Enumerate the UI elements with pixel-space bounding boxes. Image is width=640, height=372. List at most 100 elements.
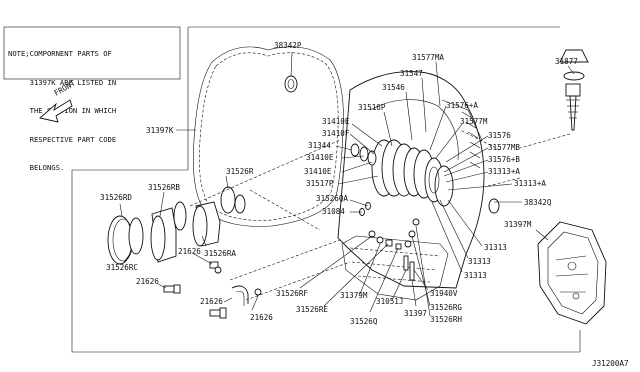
guide-line <box>487 177 521 187</box>
leader-line <box>299 235 373 289</box>
leader-line <box>447 199 483 247</box>
part-label: 31379M <box>340 291 368 300</box>
leader-line <box>323 243 389 307</box>
part-label: 31526RB <box>148 183 180 192</box>
leader-line <box>223 297 233 303</box>
guide-line <box>245 261 351 301</box>
part-label: 31547 <box>400 69 423 78</box>
leader-line <box>341 161 373 173</box>
guide-line <box>189 139 341 207</box>
part-label: 31397 <box>404 309 427 318</box>
clutch-31526rb-face <box>150 215 166 261</box>
part-label: 31526RA <box>204 249 236 258</box>
leader-line <box>337 175 379 185</box>
part-label: 31526Q <box>350 317 378 326</box>
part-label: 31877 <box>555 57 578 66</box>
side-cover-hole <box>572 292 580 300</box>
case-edge <box>441 99 483 141</box>
leader-line <box>429 105 447 151</box>
seal-38342p-inner <box>287 79 295 89</box>
ring-31526r <box>220 186 236 214</box>
part-label: 31517P <box>306 179 334 188</box>
part-label: 31313+A <box>488 167 520 176</box>
part-label: 31410E <box>306 153 334 162</box>
leader-line <box>341 155 365 159</box>
part-label: 31313 <box>464 271 487 280</box>
note-line: RESPECTIVE PART CODE <box>8 134 117 144</box>
bolt-icon <box>231 285 249 306</box>
part-label: 21626 <box>200 297 223 306</box>
case-edge <box>369 99 459 161</box>
guide-line <box>519 133 571 149</box>
leader-line <box>159 191 165 217</box>
valve-part <box>412 218 420 226</box>
part-label: 31313+A <box>514 179 546 188</box>
valve-body-lines <box>349 247 441 283</box>
part-label: 31410E <box>304 167 332 176</box>
side-cover-inner <box>547 231 599 315</box>
part-label: 21626 <box>250 313 273 322</box>
part-label: 31526QA <box>316 194 348 203</box>
valve-part <box>409 261 415 281</box>
ring-31526rb <box>173 201 187 231</box>
front-arrow-icon <box>39 99 73 123</box>
clutch-plate <box>434 165 454 207</box>
case-fins <box>461 111 481 169</box>
valve-part <box>376 236 384 244</box>
leader-line <box>251 295 259 311</box>
part-label: 31516P <box>358 103 386 112</box>
leader-line <box>201 235 207 247</box>
leader-line <box>290 51 293 77</box>
ring-31526rd <box>107 215 133 265</box>
leader-line <box>439 199 469 259</box>
leader-line <box>421 77 427 133</box>
front-label: FRONT <box>53 78 78 97</box>
side-cover-ribs <box>555 255 589 293</box>
frame-border <box>71 27 580 353</box>
clutch-hub <box>428 166 440 194</box>
part-label: 31526RC <box>106 263 138 272</box>
leader-line <box>431 201 463 273</box>
sensor-31877 <box>559 49 589 131</box>
part-label: 31526RG <box>430 303 462 312</box>
leader-line <box>445 171 489 183</box>
bolt-icon <box>209 261 222 274</box>
guide-line <box>249 189 321 231</box>
part-label: 31526RH <box>430 315 462 324</box>
valve-part <box>368 230 376 238</box>
part-label: 31546 <box>382 83 405 92</box>
ring-31526r-small <box>234 194 246 214</box>
leader-line <box>123 253 131 263</box>
leader-line <box>435 123 463 159</box>
part-label: 31397K <box>146 126 174 135</box>
diagram-code: J31200A7 <box>592 359 629 368</box>
leader-line <box>443 159 489 177</box>
part-label: 31397M <box>504 220 532 229</box>
leader-line <box>443 147 489 173</box>
note-box <box>3 26 181 80</box>
leader-line <box>567 65 575 75</box>
part-label: 21626 <box>136 277 159 286</box>
seal-38342p <box>284 75 298 93</box>
valve-part <box>385 239 393 247</box>
leader-line <box>391 269 407 301</box>
bolt-icon <box>209 307 227 319</box>
leader-line <box>351 123 383 147</box>
note-text: NOTE;COMPORNENT PARTS OF 31397K ARE LIST… <box>8 30 168 192</box>
leader-line <box>405 91 413 141</box>
leader-line <box>383 111 393 147</box>
leader-line <box>411 235 431 307</box>
valve-body <box>341 235 449 301</box>
ring-31410e <box>367 150 377 166</box>
part-label: 31526RD <box>100 193 132 202</box>
part-label: 31051J <box>376 297 403 306</box>
part-label: 31526RF <box>276 289 308 298</box>
leader-line <box>535 229 549 241</box>
part-label: 31576 <box>488 131 511 140</box>
part-label: 31577MB <box>488 143 520 152</box>
bolt-icon <box>254 288 262 296</box>
part-label: 21626 <box>178 247 201 256</box>
guide-line <box>459 129 501 151</box>
